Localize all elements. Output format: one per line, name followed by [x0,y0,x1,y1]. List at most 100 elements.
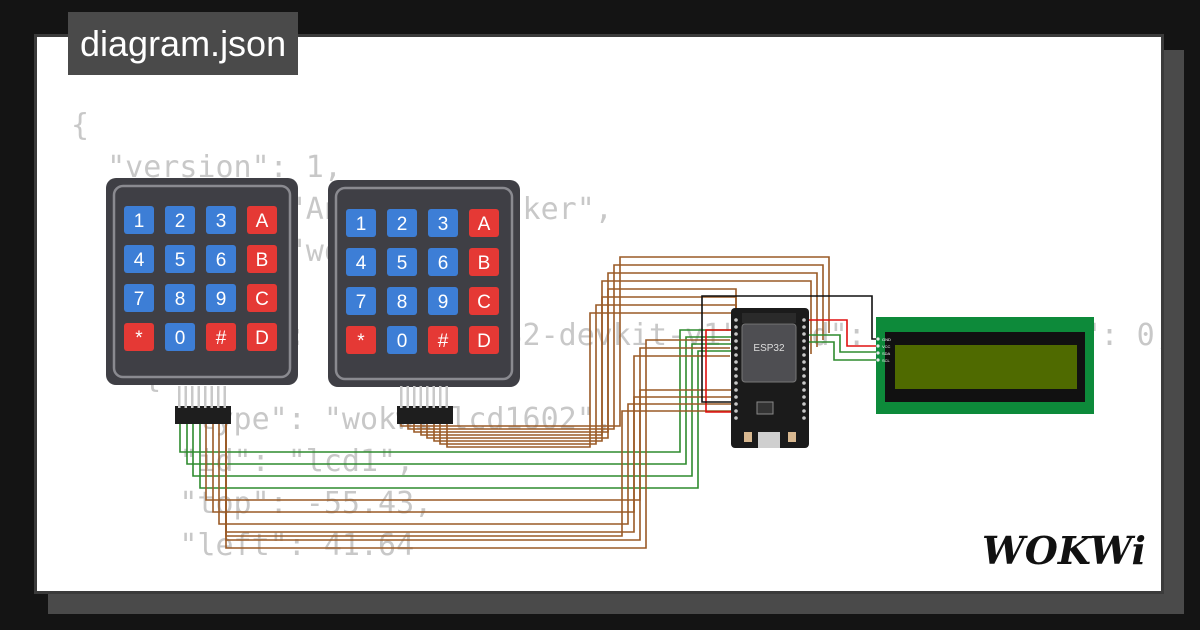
header-pin [197,386,200,408]
key-cap [124,323,154,351]
header-pin [223,386,226,408]
keypad-1-key[interactable]: 7 [124,284,154,312]
keypad-2-key[interactable]: # [428,326,458,354]
key-label: D [477,331,491,352]
keypad-2-key[interactable]: 4 [346,248,376,276]
key-cap [428,287,458,315]
key-cap [206,245,236,273]
keypad-2-key[interactable]: 3 [428,209,458,237]
key-label: 0 [397,331,408,352]
wokwi-logo: WOKWi [982,530,1146,573]
header-pin [217,386,220,408]
code-line: "left": 41.64 [71,528,415,563]
keypad-2-key[interactable]: 8 [387,287,417,315]
wire [804,334,878,353]
header-pin [204,386,207,408]
esp32-pin [802,346,806,350]
keypad-2-key[interactable]: 2 [387,209,417,237]
keypad-2-key[interactable]: * [346,326,376,354]
key-label: 6 [216,250,227,271]
keypad-2-key[interactable]: A [469,209,499,237]
key-cap [206,323,236,351]
keypad-1-key[interactable]: 1 [124,206,154,234]
key-cap [428,248,458,276]
key-label: 1 [134,211,145,232]
header-pin [400,386,403,408]
key-cap [387,326,417,354]
key-cap [247,284,277,312]
en-button[interactable] [788,432,796,442]
key-label: 5 [175,250,186,271]
header-pin [445,386,448,408]
key-cap [247,323,277,351]
keypad-2-key[interactable]: 1 [346,209,376,237]
lcd-pin [876,337,880,341]
keypad-1-key[interactable]: B [247,245,277,273]
keypad-2-key[interactable]: 9 [428,287,458,315]
key-label: 2 [397,214,408,235]
esp32-pin [734,381,738,385]
keypad-1-key[interactable]: 9 [206,284,236,312]
esp32-pin [734,395,738,399]
keypad-1-key[interactable]: * [124,323,154,351]
esp32-pin [802,388,806,392]
keypad-2-key[interactable]: B [469,248,499,276]
code-line: { [71,108,90,143]
esp32-pin [802,416,806,420]
keypad-2-key[interactable]: 7 [346,287,376,315]
keypad-2-key[interactable]: 5 [387,248,417,276]
header-pin [406,386,409,408]
keypad-2-key[interactable]: 6 [428,248,458,276]
key-cap [165,206,195,234]
esp32-pin [802,318,806,322]
key-label: 4 [356,253,367,274]
file-tab[interactable]: diagram.json [68,12,299,75]
esp32-pins [734,318,806,420]
esp32-pin [734,360,738,364]
keypad-2-key[interactable]: D [469,326,499,354]
keypad-1-key[interactable]: 0 [165,323,195,351]
esp32-pin [802,381,806,385]
key-label: 3 [216,211,227,232]
keypad-1-key[interactable]: 6 [206,245,236,273]
esp32-pin [802,395,806,399]
keypad-2-key[interactable]: 0 [387,326,417,354]
key-label: D [255,328,269,349]
wire [199,350,736,489]
header-pin [426,386,429,408]
key-label: 9 [438,292,449,313]
keypad-1-key[interactable]: 5 [165,245,195,273]
key-label: * [357,331,365,352]
header-pin [419,386,422,408]
keypad-1-key[interactable]: D [247,323,277,351]
key-cap [346,248,376,276]
keypad-1-key[interactable]: 2 [165,206,195,234]
header-pin [178,386,181,408]
key-cap [469,326,499,354]
key-label: # [216,328,227,349]
key-label: 7 [134,289,145,310]
esp32-pin [734,318,738,322]
key-label: A [256,211,269,232]
keypad-1-key[interactable]: 8 [165,284,195,312]
usb-port [758,432,780,448]
keypad-1-key[interactable]: 4 [124,245,154,273]
boot-button[interactable] [744,432,752,442]
keypad-1-key[interactable]: A [247,206,277,234]
key-cap [428,209,458,237]
esp32-board[interactable]: ESP32 [731,308,809,448]
esp32-pin [734,409,738,413]
keypad-1-bezel [112,184,292,379]
lcd-pin [876,358,880,362]
keypad-1-key[interactable]: C [247,284,277,312]
esp32-pin [802,339,806,343]
keypad-1-key[interactable]: 3 [206,206,236,234]
keypad-2-key[interactable]: C [469,287,499,315]
keypad-1-key[interactable]: # [206,323,236,351]
wire [407,264,824,430]
